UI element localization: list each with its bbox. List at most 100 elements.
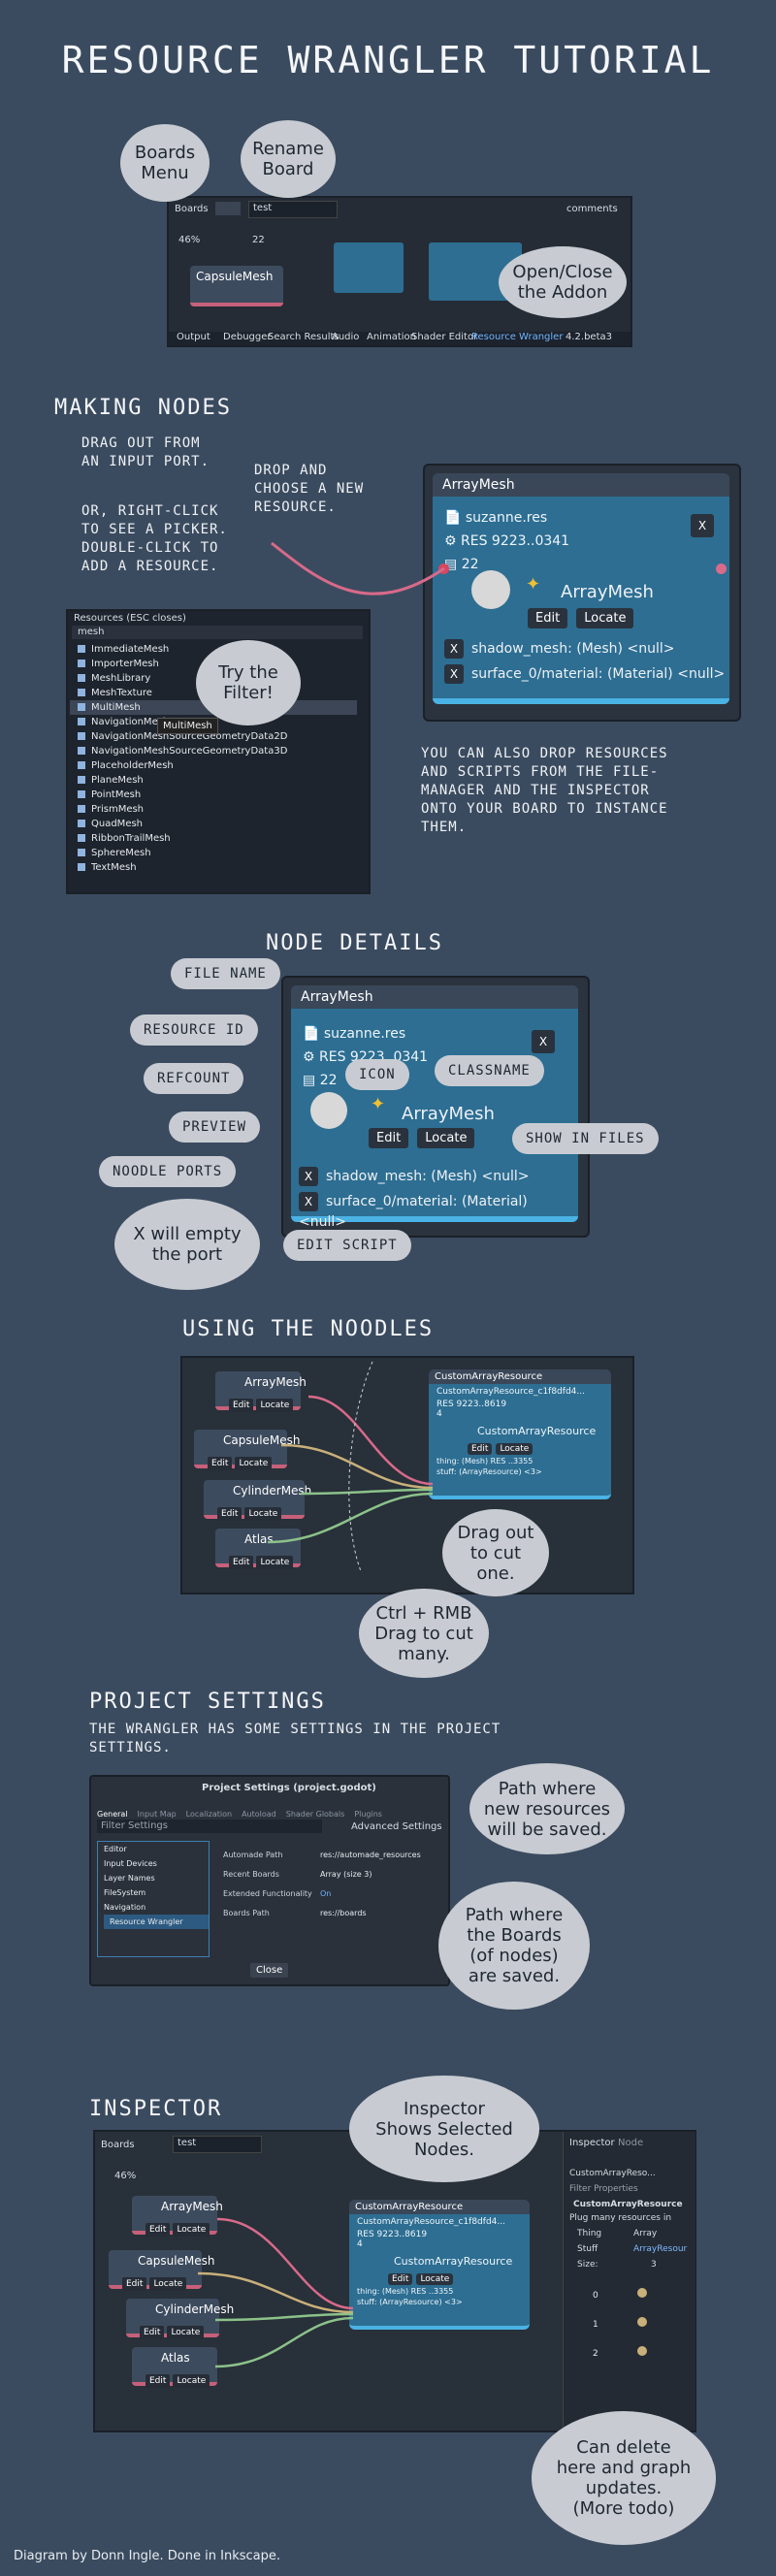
advanced-settings-toggle[interactable]: Advanced Settings bbox=[351, 1821, 442, 1832]
picker-item[interactable]: TextMesh bbox=[70, 860, 357, 875]
locate-button[interactable]: Locate bbox=[256, 1399, 294, 1412]
settings-tree-item[interactable]: Layer Names bbox=[104, 1874, 155, 1883]
node-mini-a[interactable] bbox=[334, 242, 404, 293]
locate-button[interactable]: Locate bbox=[173, 2374, 210, 2388]
picker-item[interactable]: SphereMesh bbox=[70, 846, 357, 860]
setting-value[interactable]: Array (size 3) bbox=[320, 1870, 372, 1879]
inspector-custom-node[interactable]: CustomArrayResource CustomArrayResource_… bbox=[349, 2200, 530, 2330]
custom-array-node[interactable]: CustomArrayResource CustomArrayResource_… bbox=[429, 1369, 611, 1499]
empty-port-button[interactable]: X bbox=[299, 1167, 318, 1186]
picker-item[interactable]: NavigationMeshSourceGeometryData2D bbox=[70, 729, 357, 744]
picker-item[interactable]: MeshTexture bbox=[70, 686, 357, 700]
settings-tree-item[interactable]: FileSystem bbox=[104, 1888, 146, 1897]
thing-value[interactable]: Array bbox=[633, 2229, 658, 2238]
edit-button[interactable]: Edit bbox=[122, 2277, 147, 2291]
picker-filter-field[interactable]: mesh bbox=[72, 626, 363, 639]
edit-button[interactable]: Edit bbox=[217, 1507, 242, 1521]
picker-item[interactable]: NavigationMesh bbox=[70, 715, 357, 729]
bottom-tab[interactable]: Debugger bbox=[223, 332, 272, 342]
node-capsule[interactable]: CapsuleMesh bbox=[190, 266, 283, 306]
picker-item[interactable]: RibbonTrailMesh bbox=[70, 831, 357, 846]
settings-close-button[interactable]: Close bbox=[250, 1963, 289, 1978]
picker-item[interactable]: QuadMesh bbox=[70, 817, 357, 831]
tab-inspector[interactable]: Inspector bbox=[569, 2138, 615, 2148]
edit-button[interactable]: Edit bbox=[388, 2273, 413, 2285]
setting-value[interactable]: On bbox=[320, 1889, 332, 1898]
delete-item-icon[interactable] bbox=[636, 2288, 647, 2298]
picker-item[interactable]: ImmediateMesh bbox=[70, 642, 357, 657]
setting-value[interactable]: res://boards bbox=[320, 1909, 367, 1917]
locate-button[interactable]: Locate bbox=[167, 2326, 205, 2339]
boards-menu-label[interactable]: Boards bbox=[101, 2140, 135, 2150]
empty-port-button[interactable]: X bbox=[444, 664, 464, 684]
settings-tab[interactable]: Autoload bbox=[242, 1810, 276, 1819]
settings-tree-item[interactable]: Navigation bbox=[104, 1903, 146, 1912]
settings-tree-item[interactable]: Input Devices bbox=[104, 1859, 157, 1868]
edit-button[interactable]: Edit bbox=[229, 1399, 254, 1412]
locate-button[interactable]: Locate bbox=[256, 1556, 294, 1569]
close-node-button[interactable]: X bbox=[691, 514, 714, 537]
picker-item[interactable]: PrismMesh bbox=[70, 802, 357, 817]
settings-tab[interactable]: General bbox=[97, 1810, 128, 1819]
setting-value[interactable]: res://automade_resources bbox=[320, 1851, 421, 1859]
filter-properties[interactable]: Filter Properties bbox=[569, 2184, 638, 2194]
bottom-tab[interactable]: Shader Editor bbox=[411, 332, 478, 342]
size-value[interactable]: 3 bbox=[651, 2260, 657, 2270]
picker-item[interactable]: ImporterMesh bbox=[70, 657, 357, 671]
tab-node[interactable]: Node bbox=[618, 2138, 644, 2148]
bottom-tab[interactable]: Search Results bbox=[268, 332, 340, 342]
empty-port-button[interactable]: X bbox=[299, 1192, 318, 1211]
array-node[interactable]: ArrayMesh 📄 suzanne.res ⚙ RES 9223..0341… bbox=[433, 473, 729, 704]
edit-button[interactable]: Edit bbox=[229, 1556, 254, 1569]
settings-filter-field[interactable]: Filter Settings bbox=[97, 1819, 322, 1833]
picker-item[interactable]: PointMesh bbox=[70, 788, 357, 802]
settings-tab[interactable]: Plugins bbox=[354, 1810, 382, 1819]
locate-button[interactable]: Locate bbox=[235, 1457, 273, 1470]
picker-item[interactable]: MeshLibrary bbox=[70, 671, 357, 686]
edit-button[interactable]: Edit bbox=[369, 1128, 409, 1148]
locate-button[interactable]: Locate bbox=[496, 1443, 534, 1455]
array-node-detail[interactable]: ArrayMesh 📄 suzanne.res ⚙ RES 9223..0341… bbox=[291, 985, 578, 1230]
bottom-tab[interactable]: Resource Wrangler bbox=[471, 332, 564, 342]
bottom-tab[interactable]: Output bbox=[177, 332, 210, 342]
boards-menu-icons[interactable] bbox=[215, 202, 241, 215]
delete-item-icon[interactable] bbox=[636, 2317, 647, 2327]
edit-button[interactable]: Edit bbox=[468, 1443, 493, 1455]
picker-item[interactable]: PlaneMesh bbox=[70, 773, 357, 788]
settings-tree-item[interactable]: Editor bbox=[104, 1845, 127, 1853]
empty-port-button[interactable]: X bbox=[444, 639, 464, 659]
locate-button[interactable]: Locate bbox=[576, 608, 634, 628]
resource-selector[interactable]: CustomArrayReso... bbox=[569, 2169, 656, 2178]
edit-button[interactable]: Edit bbox=[528, 608, 568, 628]
edit-button[interactable]: Edit bbox=[146, 2223, 171, 2237]
bottom-tab[interactable]: Animation bbox=[367, 332, 416, 342]
locate-button[interactable]: Locate bbox=[173, 2223, 210, 2237]
board-name-field[interactable]: test bbox=[173, 2136, 262, 2153]
boards-menu-label[interactable]: Boards bbox=[175, 204, 209, 214]
inspector-section[interactable]: Plug many resources in bbox=[569, 2213, 672, 2223]
settings-tab[interactable]: Localization bbox=[185, 1810, 233, 1819]
locate-button[interactable]: Locate bbox=[149, 2277, 187, 2291]
output-port[interactable] bbox=[716, 564, 727, 574]
settings-tab[interactable]: Shader Globals bbox=[285, 1810, 345, 1819]
locate-button[interactable]: Locate bbox=[416, 2273, 454, 2285]
locate-button[interactable]: Locate bbox=[417, 1128, 475, 1148]
settings-tree-item[interactable]: Resource Wrangler bbox=[104, 1915, 209, 1929]
picker-item[interactable]: NavigationMeshSourceGeometryData3D bbox=[70, 744, 357, 758]
board-name-field[interactable]: test bbox=[248, 201, 338, 218]
stuff-value[interactable]: ArrayResour bbox=[633, 2244, 688, 2254]
edit-button[interactable]: Edit bbox=[146, 2374, 171, 2388]
picker-item[interactable]: PlaceholderMesh bbox=[70, 758, 357, 773]
locate-button[interactable]: Locate bbox=[244, 1507, 282, 1521]
bottom-tab[interactable]: Audio bbox=[332, 332, 360, 342]
settings-tab[interactable]: Input Map bbox=[137, 1810, 177, 1819]
edit-button[interactable]: Edit bbox=[140, 2326, 165, 2339]
